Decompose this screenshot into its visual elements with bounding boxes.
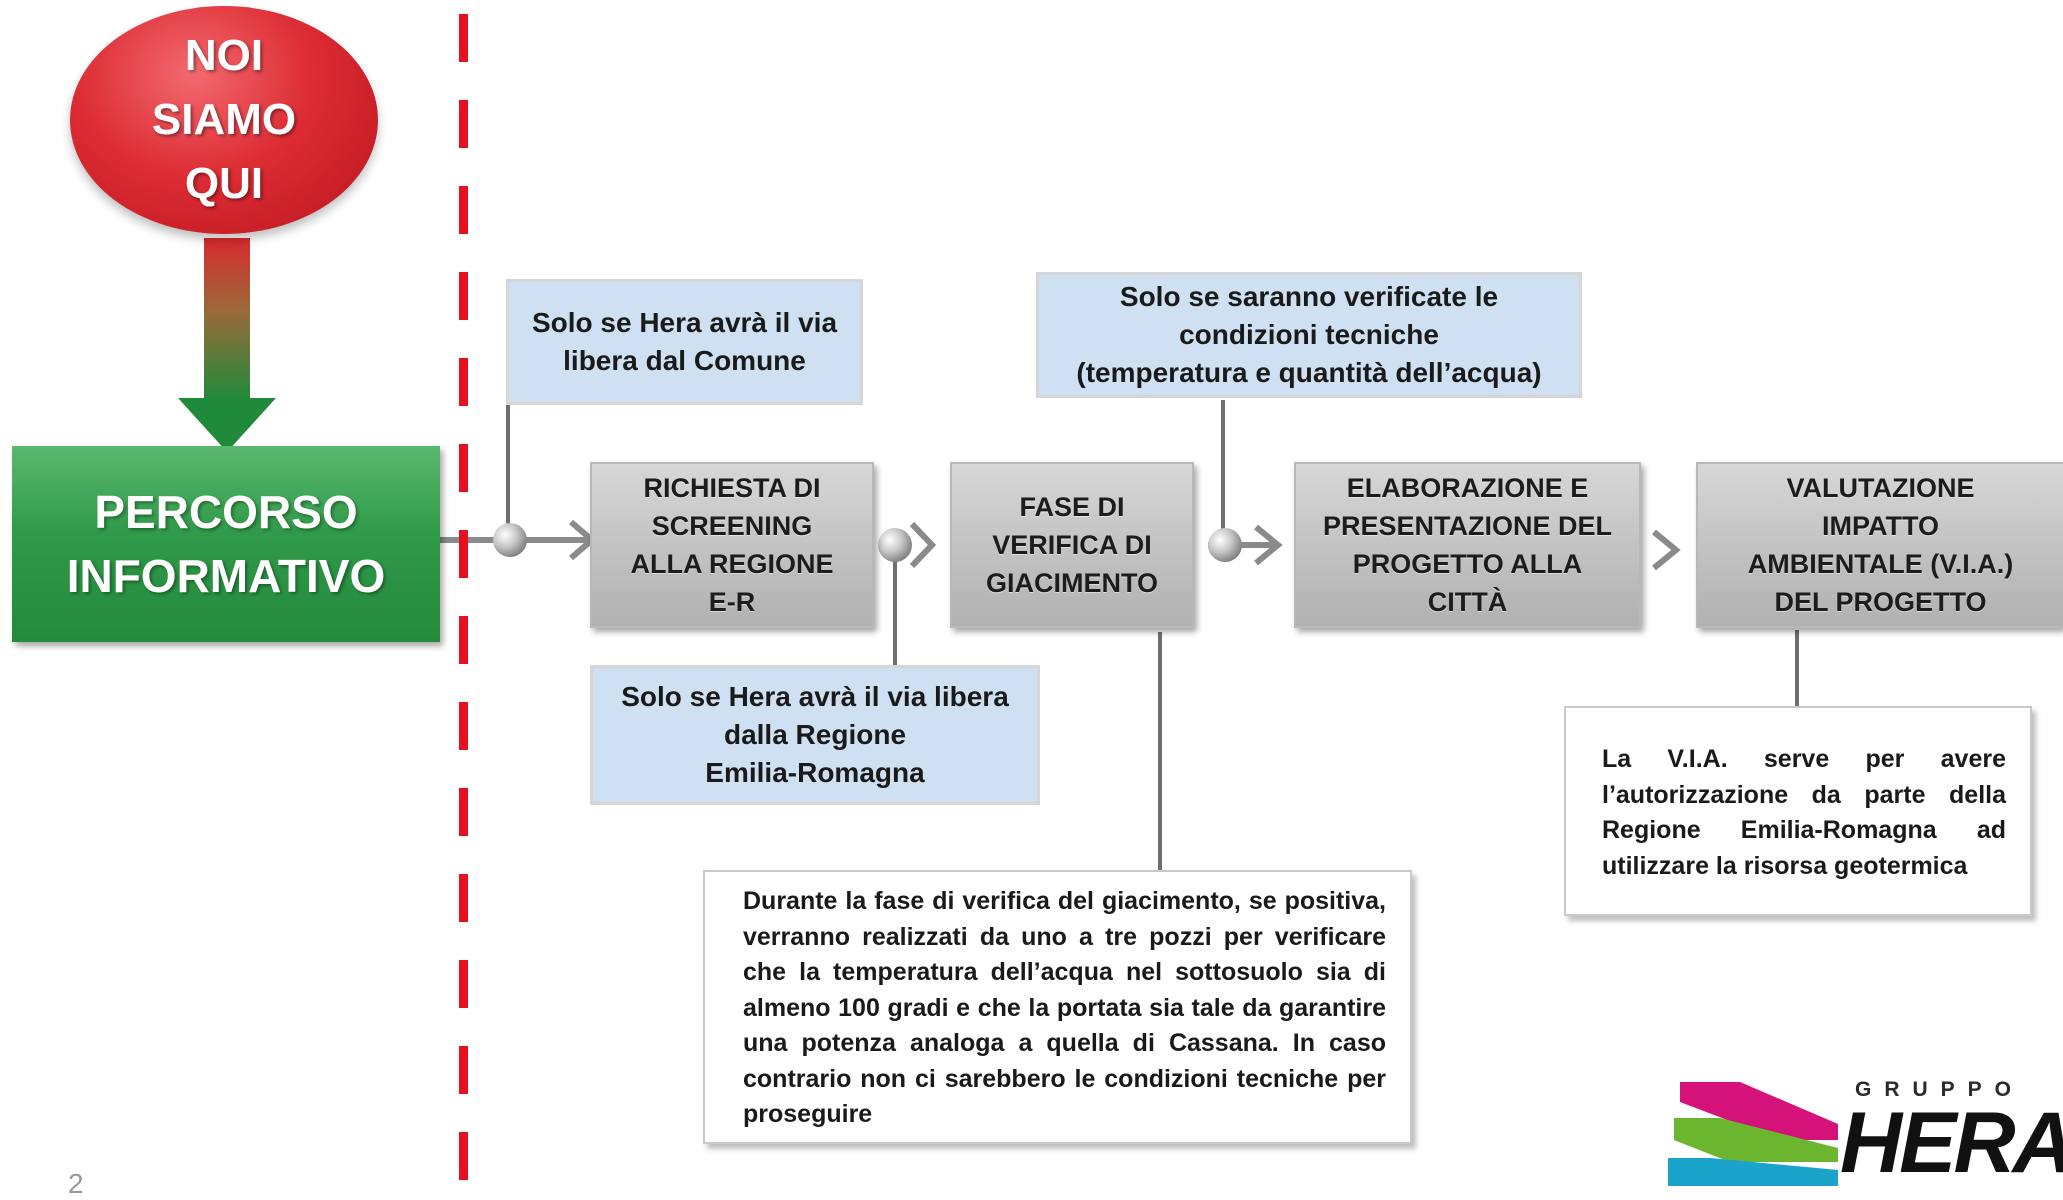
noi-line: SIAMO	[151, 95, 297, 144]
step-line: DEL PROGETTO	[1774, 587, 1987, 617]
red-dashed-separator	[459, 14, 468, 1189]
knob	[878, 528, 912, 562]
knob	[1208, 528, 1242, 562]
noi-line: NOI	[184, 31, 264, 80]
note-line: dalla Regione	[723, 719, 907, 750]
step-fase-verifica-giacimento: FASE DI VERIFICA DI GIACIMENTO	[950, 462, 1194, 628]
logo-hera-text: HERA	[1840, 1095, 2063, 1191]
giacimento-note-text: Durante la fase di verifica del giacimen…	[743, 887, 1386, 1128]
hera-logo-stripes	[1668, 1082, 1838, 1186]
arrow-step1-step2	[909, 521, 937, 569]
knob	[493, 523, 527, 557]
step-line: GIACIMENTO	[985, 568, 1158, 598]
step-line: PROGETTO ALLA	[1352, 549, 1583, 579]
note-line: Solo se Hera avrà il via	[531, 307, 838, 338]
note-line: Solo se Hera avrà il via libera	[621, 681, 1009, 712]
step-line: ALLA REGIONE	[630, 549, 834, 579]
percorso-line: INFORMATIVO	[66, 550, 386, 602]
noi-siamo-qui-bubble: NOI SIAMO QUI	[70, 6, 378, 234]
step-line: VERIFICA DI	[992, 530, 1152, 560]
note-line: libera dal Comune	[563, 345, 806, 376]
via-note-text: La V.I.A. serve per avere l’autorizzazio…	[1602, 745, 2006, 880]
down-arrow	[178, 238, 276, 452]
step-elaborazione-progetto: ELABORAZIONE E PRESENTAZIONE DEL PROGETT…	[1294, 462, 1641, 628]
step-line: VALUTAZIONE	[1786, 473, 1975, 503]
note-giacimento-dettagli: Durante la fase di verifica del giacimen…	[703, 870, 1412, 1144]
percorso-line: PERCORSO	[94, 486, 358, 538]
step-line: E-R	[708, 587, 756, 617]
note-via-autorizzazione: La V.I.A. serve per avere l’autorizzazio…	[1564, 706, 2032, 916]
arrow-step3-step4	[1652, 529, 1681, 571]
note-via-libera-comune: Solo se Hera avrà il via libera dal Comu…	[506, 279, 863, 405]
step-line: AMBIENTALE (V.I.A.)	[1747, 549, 2014, 579]
note-condizioni-tecniche: Solo se saranno verificate le condizioni…	[1036, 272, 1582, 398]
note-line: Solo se saranno verificate le	[1119, 281, 1499, 312]
note-line: Emilia-Romagna	[705, 757, 925, 788]
step-line: PRESENTAZIONE DEL	[1322, 511, 1613, 541]
note-via-libera-regione: Solo se Hera avrà il via libera dalla Re…	[590, 665, 1040, 805]
step-valutazione-impatto-ambientale: VALUTAZIONE IMPATTO AMBIENTALE (V.I.A.) …	[1696, 462, 2063, 628]
step-line: FASE DI	[1019, 492, 1125, 522]
percorso-informativo-box: PERCORSO INFORMATIVO	[12, 446, 440, 642]
note-line: (temperatura e quantità dell’acqua)	[1076, 357, 1542, 388]
logo-gruppo-text: GRUPPO	[1855, 1078, 2025, 1101]
page-number: 2	[68, 1168, 84, 1199]
step-richiesta-screening: RICHIESTA DI SCREENING ALLA REGIONE E-R	[590, 462, 874, 628]
step-line: CITTÀ	[1427, 587, 1508, 617]
step-line: IMPATTO	[1822, 511, 1939, 541]
note-line: condizioni tecniche	[1179, 319, 1439, 350]
step-line: RICHIESTA DI	[643, 473, 821, 503]
step-line: SCREENING	[651, 511, 813, 541]
noi-line: QUI	[184, 159, 264, 208]
step-line: ELABORAZIONE E	[1346, 473, 1589, 503]
